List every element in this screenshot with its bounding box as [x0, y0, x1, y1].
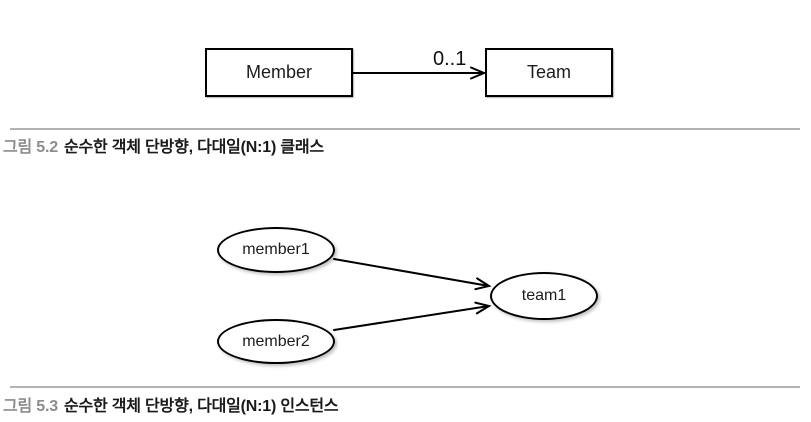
instance-node-team1-label: team1 — [521, 287, 567, 304]
class-node-member: Member — [205, 48, 353, 97]
arrow-member1-to-team1 — [333, 258, 492, 291]
class-node-member-label: Member — [245, 62, 312, 82]
figure-caption-5-3-number: 그림 5.3 — [3, 398, 58, 415]
figure-caption-5-2: 그림 5.2 순수한 객체 단방향, 다대일(N:1) 클래스 — [3, 133, 324, 157]
arrow-member2-to-team1 — [333, 301, 492, 331]
multiplicity-label: 0..1 — [433, 48, 467, 70]
caption-rule-2 — [10, 386, 800, 388]
instance-node-member2: member2 — [217, 319, 335, 364]
instance-node-member1-label: member1 — [242, 241, 310, 258]
figure-caption-5-2-number: 그림 5.2 — [3, 139, 58, 156]
figure-caption-5-2-text: 순수한 객체 단방향, 다대일(N:1) 클래스 — [63, 139, 324, 156]
instance-node-member2-label: member2 — [242, 332, 310, 350]
instance-node-member1: member1 — [217, 227, 335, 273]
class-node-team: Team — [485, 48, 613, 97]
class-node-team-label: Team — [526, 62, 571, 82]
figure-caption-5-3-text: 순수한 객체 단방향, 다대일(N:1) 인스턴스 — [63, 398, 339, 415]
caption-rule-1 — [10, 128, 800, 130]
instance-node-team1: team1 — [490, 272, 598, 320]
figure-caption-5-3: 그림 5.3 순수한 객체 단방향, 다대일(N:1) 인스턴스 — [3, 392, 339, 416]
